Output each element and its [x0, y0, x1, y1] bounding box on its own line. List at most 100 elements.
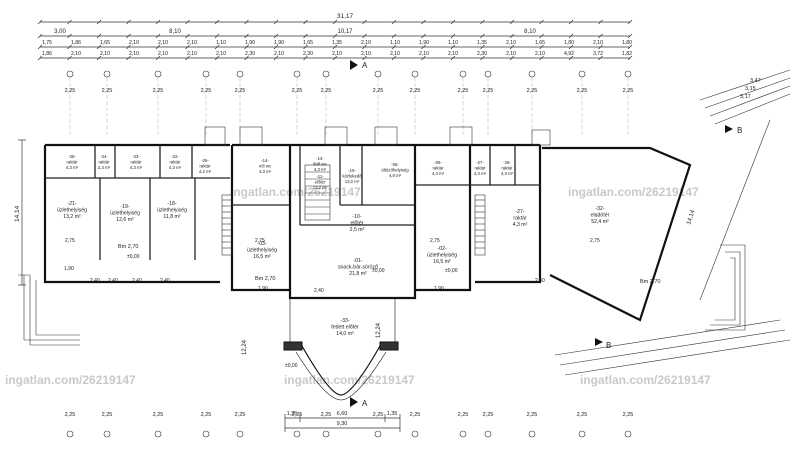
axis-dim-bottom: 2,25: [102, 412, 113, 418]
room-area: 4,3 m²: [432, 171, 445, 176]
axis-dim-top: 2,25: [292, 88, 303, 94]
dim-tick: [67, 44, 72, 50]
opening-1: 1,90: [64, 266, 74, 272]
axis-circle-top: [202, 70, 210, 78]
dim-row3-value: 2,10: [448, 51, 458, 57]
room-number: -28-: [503, 160, 511, 165]
opening-2: 2,40: [90, 278, 100, 284]
watermark-inner-left: ingatlan.com/26219147: [230, 185, 361, 199]
room-name: raktár: [200, 164, 212, 169]
dim-tick: [391, 55, 397, 61]
dim-tick: [509, 55, 515, 61]
room-number: -10-: [352, 214, 361, 220]
axis-dim-bottom: 2,25: [623, 412, 634, 418]
dim-tick: [568, 44, 574, 50]
dim-row3-value: 2,30: [245, 51, 255, 57]
room-name: előtér: [315, 180, 326, 185]
dim-row2-value: 1,75: [42, 40, 52, 46]
axis-circle-top: [374, 70, 382, 78]
room-name: közlekedő: [342, 174, 362, 179]
room-area: 4,2 m²: [199, 169, 212, 174]
room-number: -18-: [167, 201, 176, 207]
dim-tick: [480, 55, 485, 61]
watermark-left: ingatlan.com/26219147: [5, 373, 136, 387]
opening-4: 2,40: [132, 278, 142, 284]
opening-5: 2,40: [160, 278, 170, 284]
exterior-walls: [43, 143, 692, 322]
dim-tick: [67, 19, 72, 25]
dim-row3-value: 2,10: [129, 51, 139, 57]
wing-dim-0: 3,47: [750, 78, 761, 84]
room-name: raktár: [170, 160, 182, 165]
dim-tick: [509, 33, 515, 39]
level-4: ±0,00: [285, 363, 298, 369]
dim-row3-value: 2,10: [100, 51, 110, 57]
dim-tick: [96, 19, 102, 25]
dim-tick: [598, 55, 603, 61]
dim-row2-value: 1,65: [535, 40, 545, 46]
dim-row2-value: 1,35: [332, 40, 342, 46]
room-name: férfi wc: [313, 162, 327, 167]
dim-tick: [244, 33, 249, 39]
room-number: -06-: [434, 160, 442, 165]
room-area: 21,8 m²: [349, 271, 367, 277]
room-area: 11,8 m²: [163, 214, 180, 220]
dim-row2-value: 2,10: [506, 40, 516, 46]
bottom-dim-total: 9,30: [337, 421, 348, 427]
room-area: 13,2 m²: [63, 214, 81, 220]
room-r14: -14-női wc4,3 m²: [259, 158, 272, 174]
axis-dim-bottom: 2,25: [235, 412, 246, 418]
axis-circle-bottom: [624, 430, 632, 438]
dim-row1-value: 8,10: [524, 29, 536, 35]
dim-row2-value: 1,35: [477, 40, 487, 46]
opening-7: 2,40: [314, 288, 324, 294]
dim-tick: [96, 33, 102, 39]
dim-row2-value: 2,10: [129, 40, 139, 46]
dim-row2-value: 1,86: [71, 40, 81, 46]
dim-row3-value: 3,72: [593, 51, 603, 57]
room-area: 4,3 m²: [513, 222, 528, 228]
room-width-2: 2,75: [255, 238, 265, 244]
axis-dim-bottom: 2,25: [458, 412, 469, 418]
dim-tick: [273, 33, 279, 39]
room-name: raktár: [475, 166, 487, 171]
dim-row3-value: 2,10: [187, 51, 197, 57]
watermark-center: ingatlan.com/26219147: [284, 373, 415, 387]
room-area: 4,3 m²: [66, 165, 79, 170]
opening-9: 2,40: [535, 278, 545, 284]
axis-circle-bottom: [293, 430, 301, 438]
room-number: -01-: [353, 258, 362, 264]
room-number: -27-: [476, 160, 484, 165]
axis-dim-top: 2,25: [321, 88, 332, 94]
dim-row3-value: 2,10: [361, 51, 371, 57]
dim-row2-value: 1,65: [100, 40, 110, 46]
axis-dim-bottom: 2,25: [153, 412, 164, 418]
dim-row3-value: 2,10: [332, 51, 342, 57]
dim-tick: [155, 33, 161, 39]
dim-tick: [450, 33, 456, 39]
dim-tick: [332, 44, 338, 50]
right-wing-dimensions: [554, 69, 791, 376]
dim-row1-value: 10,17: [337, 29, 353, 35]
axis-circle-bottom: [202, 430, 210, 438]
room-number: -23-: [132, 154, 140, 159]
room-number: -32-: [595, 206, 604, 212]
interior-walls: [45, 145, 540, 260]
axis-dim-top: 2,25: [483, 88, 494, 94]
dim-row3-value: 2,10: [216, 51, 226, 57]
dim-tick: [37, 44, 43, 50]
axis-dim-top: 2,25: [235, 88, 246, 94]
dim-tick: [303, 44, 308, 50]
dim-tick: [509, 44, 515, 50]
room-area: 4,3 m²: [501, 171, 514, 176]
